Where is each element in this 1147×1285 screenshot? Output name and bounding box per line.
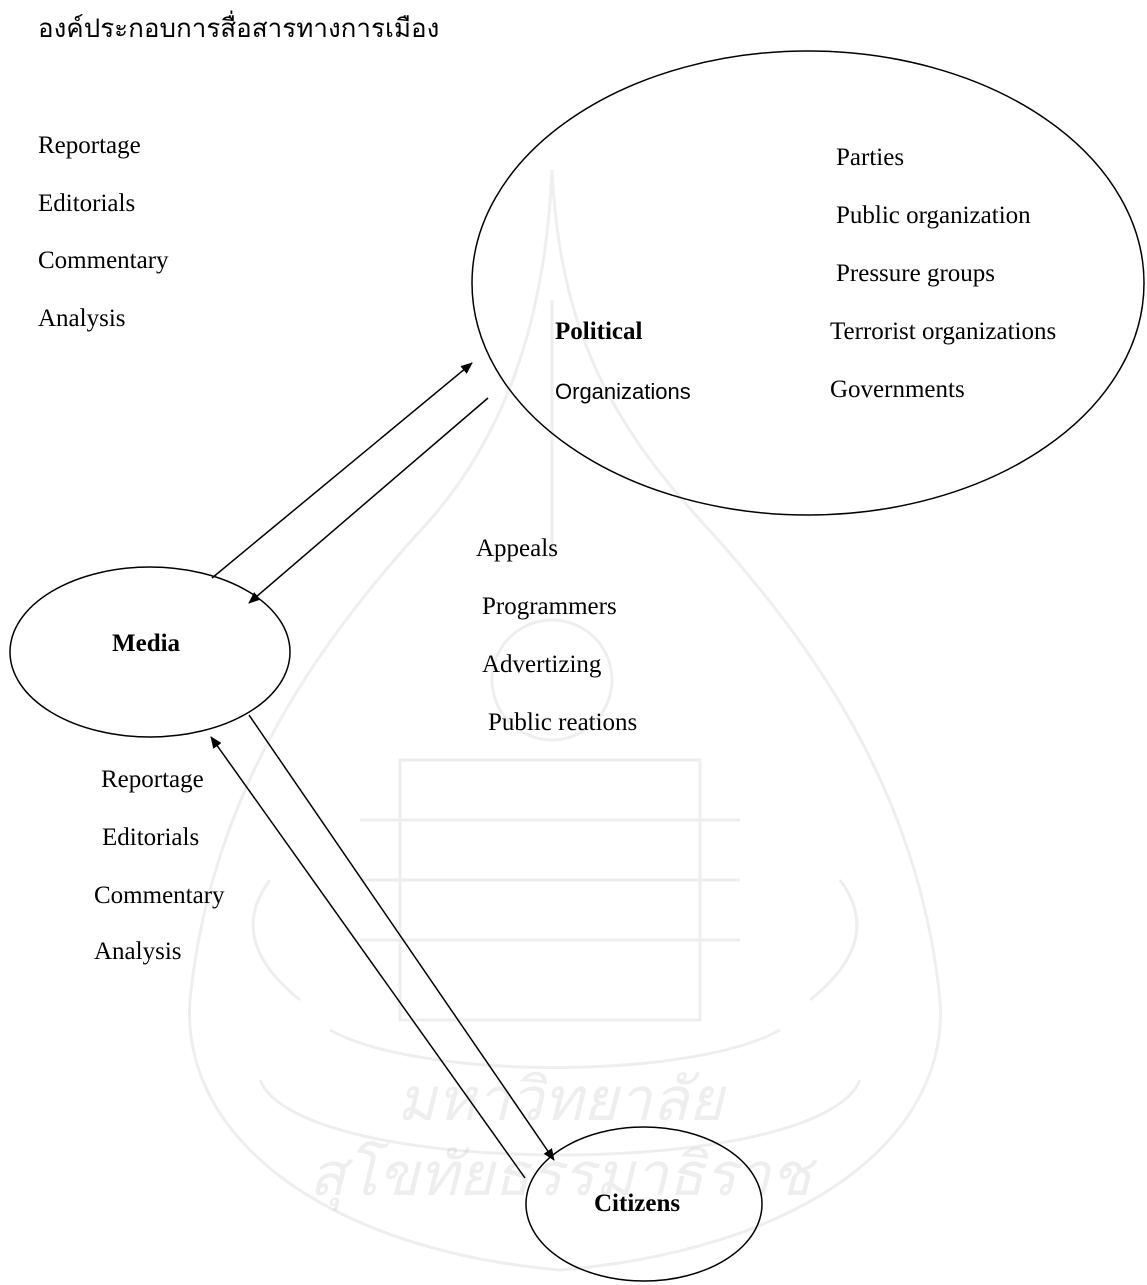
list-item: Reportage	[101, 766, 204, 793]
list-item: Governments	[830, 376, 965, 403]
citizens-label: Citizens	[594, 1190, 681, 1217]
university-seal-watermark	[188, 169, 942, 1272]
arrow-media-to-political	[211, 362, 473, 579]
page-title: องค์ประกอบการสื่อสารทางการเมือง	[38, 14, 440, 44]
arrow-citizens-to-media	[210, 736, 526, 1179]
list-item: Advertizing	[482, 651, 602, 678]
political-label: Political	[555, 318, 643, 345]
watermark-text-2: สุโขทัยธรรมาธิราช	[309, 1140, 817, 1211]
list-item: Reportage	[38, 132, 141, 159]
citizens-ellipse	[525, 1126, 763, 1282]
watermark-text-1: มหาวิทยาลัย	[397, 1065, 728, 1135]
list-item: Programmers	[482, 593, 617, 620]
list-item: Analysis	[94, 938, 182, 965]
list-item: Commentary	[38, 247, 169, 274]
list-item: Parties	[836, 144, 905, 171]
list-item: Editorials	[102, 824, 200, 851]
organizations-label: Organizations	[555, 379, 691, 404]
political-organizations-ellipse	[471, 50, 1145, 516]
list-item: Public reations	[488, 709, 638, 736]
list-item: Public organization	[836, 202, 1031, 229]
list-item: Terrorist organizations	[830, 318, 1057, 345]
list-item: Commentary	[94, 882, 225, 909]
arrow-political-to-media	[248, 397, 489, 604]
list-item: Analysis	[38, 305, 126, 332]
media-label: Media	[112, 630, 181, 657]
list-item: Pressure groups	[836, 260, 996, 287]
arrow-media-to-citizens	[248, 714, 555, 1161]
media-ellipse	[9, 566, 291, 738]
list-item: Appeals	[476, 535, 558, 562]
list-item: Editorials	[38, 190, 136, 217]
